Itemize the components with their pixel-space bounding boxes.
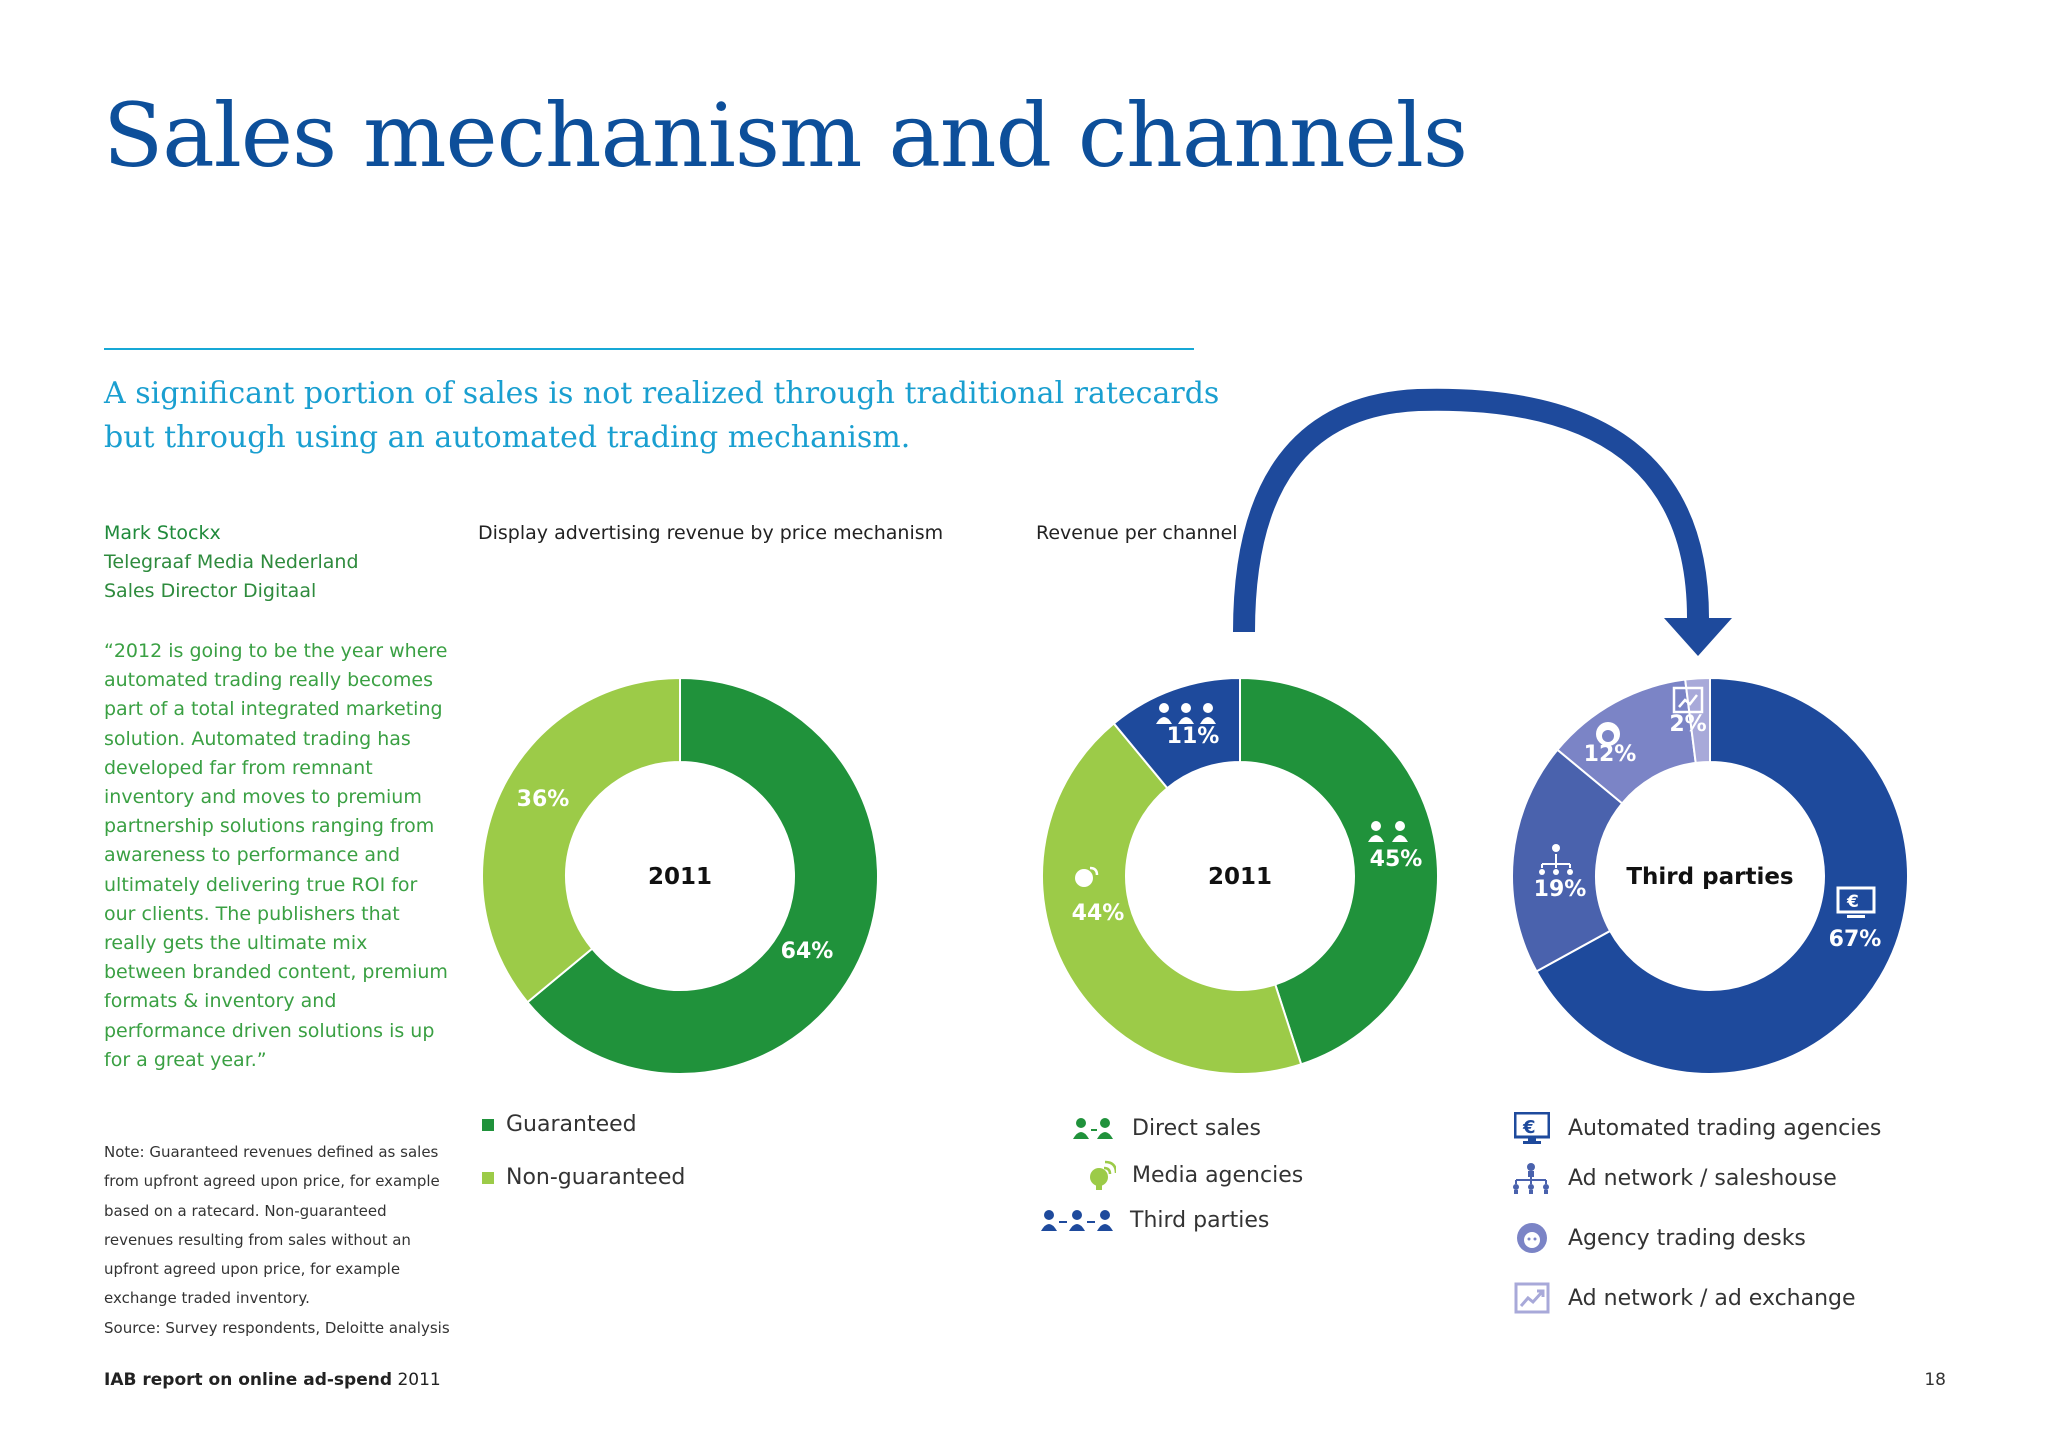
data-label: 19% xyxy=(1534,877,1587,902)
legend-label: Guaranteed xyxy=(506,1112,637,1137)
direct-sales-icon xyxy=(1368,821,1408,842)
donut-slice-direct-sales xyxy=(1239,676,1439,1066)
legend-label: Ad network / saleshouse xyxy=(1568,1165,1837,1191)
legend-item-ad-exchange: Ad network / ad exchange xyxy=(1514,1282,1856,1314)
agency-trading-desk-icon xyxy=(1517,1223,1547,1253)
note-text: Note: Guaranteed revenues defined as sal… xyxy=(104,1143,440,1308)
legend-label: Direct sales xyxy=(1132,1116,1261,1141)
legend-label: Non-guaranteed xyxy=(506,1165,686,1190)
donut-slice-ad-network-saleshouse xyxy=(1511,748,1624,973)
flow-arrow xyxy=(1233,388,1709,633)
donut-slice-non-guaranteed xyxy=(481,676,681,1004)
donut-center-label: 2011 xyxy=(648,864,712,890)
data-label: 44% xyxy=(1072,901,1125,926)
data-label: 67% xyxy=(1829,927,1882,952)
author-quote: “2012 is going to be the year where auto… xyxy=(104,640,448,1071)
page-number: 18 xyxy=(1924,1370,1946,1390)
page-subtitle: A significant portion of sales is not re… xyxy=(104,376,1220,455)
flow-arrowhead xyxy=(1664,618,1732,656)
legend-label: Third parties xyxy=(1130,1208,1270,1233)
legend-item-ad-network-saleshouse: Ad network / saleshouse xyxy=(1512,1162,1837,1194)
legend-label: Ad network / ad exchange xyxy=(1568,1285,1856,1311)
donut-center-label: Third parties xyxy=(1626,864,1793,890)
chart-2-title: Revenue per channel xyxy=(1036,522,1238,544)
footer-year: 2011 xyxy=(397,1370,441,1390)
author-company: Telegraaf Media Nederland xyxy=(104,551,359,573)
data-label: 64% xyxy=(781,939,834,964)
data-label: 12% xyxy=(1584,742,1637,767)
ad-network-saleshouse-icon xyxy=(1513,1163,1549,1194)
chart-1-title: Display advertising revenue by price mec… xyxy=(478,522,944,544)
donut-center-label: 2011 xyxy=(1208,864,1272,890)
legend-item-direct-sales: Direct sales xyxy=(1072,1116,1261,1141)
legend-item-agency-trading-desks: Agency trading desks xyxy=(1514,1222,1806,1254)
ad-network-saleshouse-icon xyxy=(1539,844,1573,875)
chart-note: Note: Guaranteed revenues defined as sal… xyxy=(104,1138,454,1343)
source-text: Source: Survey respondents, Deloitte ana… xyxy=(104,1318,450,1337)
legend-label: Media agencies xyxy=(1132,1162,1304,1188)
direct-sales-icon xyxy=(1073,1117,1113,1139)
author-role: Sales Director Digitaal xyxy=(104,580,317,602)
donut-slice-ad-network-ad-exchange xyxy=(1684,676,1711,765)
donut-revenue-per-channel: 2011 45% 44% 11% xyxy=(1040,676,1439,1075)
third-parties-icon xyxy=(1156,703,1216,724)
data-label: 45% xyxy=(1370,847,1423,872)
automated-trading-icon: € xyxy=(1836,886,1876,918)
footer-report-title: IAB report on online ad-spend xyxy=(104,1370,393,1390)
legend-swatch-non-guaranteed xyxy=(482,1171,494,1184)
ad-exchange-icon xyxy=(1514,1282,1550,1314)
ad-exchange-icon xyxy=(1672,686,1704,714)
donut-third-parties: Third parties 67% 19% 12% 2% € xyxy=(1511,676,1909,1075)
media-agencies-icon xyxy=(1090,1160,1116,1190)
legend-swatch-guaranteed xyxy=(482,1118,494,1131)
data-label: 36% xyxy=(517,787,570,812)
legend-item-automated-trading: € Automated trading agencies xyxy=(1514,1112,1881,1144)
svg-text:€: € xyxy=(1522,1117,1536,1138)
agency-trading-desk-icon xyxy=(1596,722,1620,746)
donut-price-mechanism: 2011 64% 36% xyxy=(481,676,879,1075)
legend-item-media-agencies: Media agencies xyxy=(1088,1160,1303,1190)
legend-item-non-guaranteed: Non-guaranteed xyxy=(482,1165,685,1190)
legend-label: Automated trading agencies xyxy=(1568,1115,1882,1141)
legend-item-third-parties: Third parties xyxy=(1040,1208,1269,1233)
data-label: 11% xyxy=(1167,724,1220,749)
automated-trading-icon: € xyxy=(1514,1112,1550,1144)
author-name: Mark Stockx xyxy=(104,522,221,544)
data-label: 2% xyxy=(1669,712,1706,737)
legend-label: Agency trading desks xyxy=(1568,1225,1806,1251)
page-title: Sales mechanism and channels xyxy=(103,84,1468,187)
third-parties-icon xyxy=(1041,1209,1113,1231)
footer-report: IAB report on online ad-spend 2011 xyxy=(104,1370,441,1390)
svg-text:€: € xyxy=(1846,892,1859,912)
donut-slice-guaranteed xyxy=(526,676,879,1075)
legend-item-guaranteed: Guaranteed xyxy=(482,1112,637,1137)
media-agencies-icon xyxy=(1075,866,1099,887)
donut-slice-automated-trading-agencies xyxy=(1535,676,1909,1075)
donut-slice-media-agencies xyxy=(1040,722,1303,1075)
title-divider xyxy=(104,348,1194,350)
